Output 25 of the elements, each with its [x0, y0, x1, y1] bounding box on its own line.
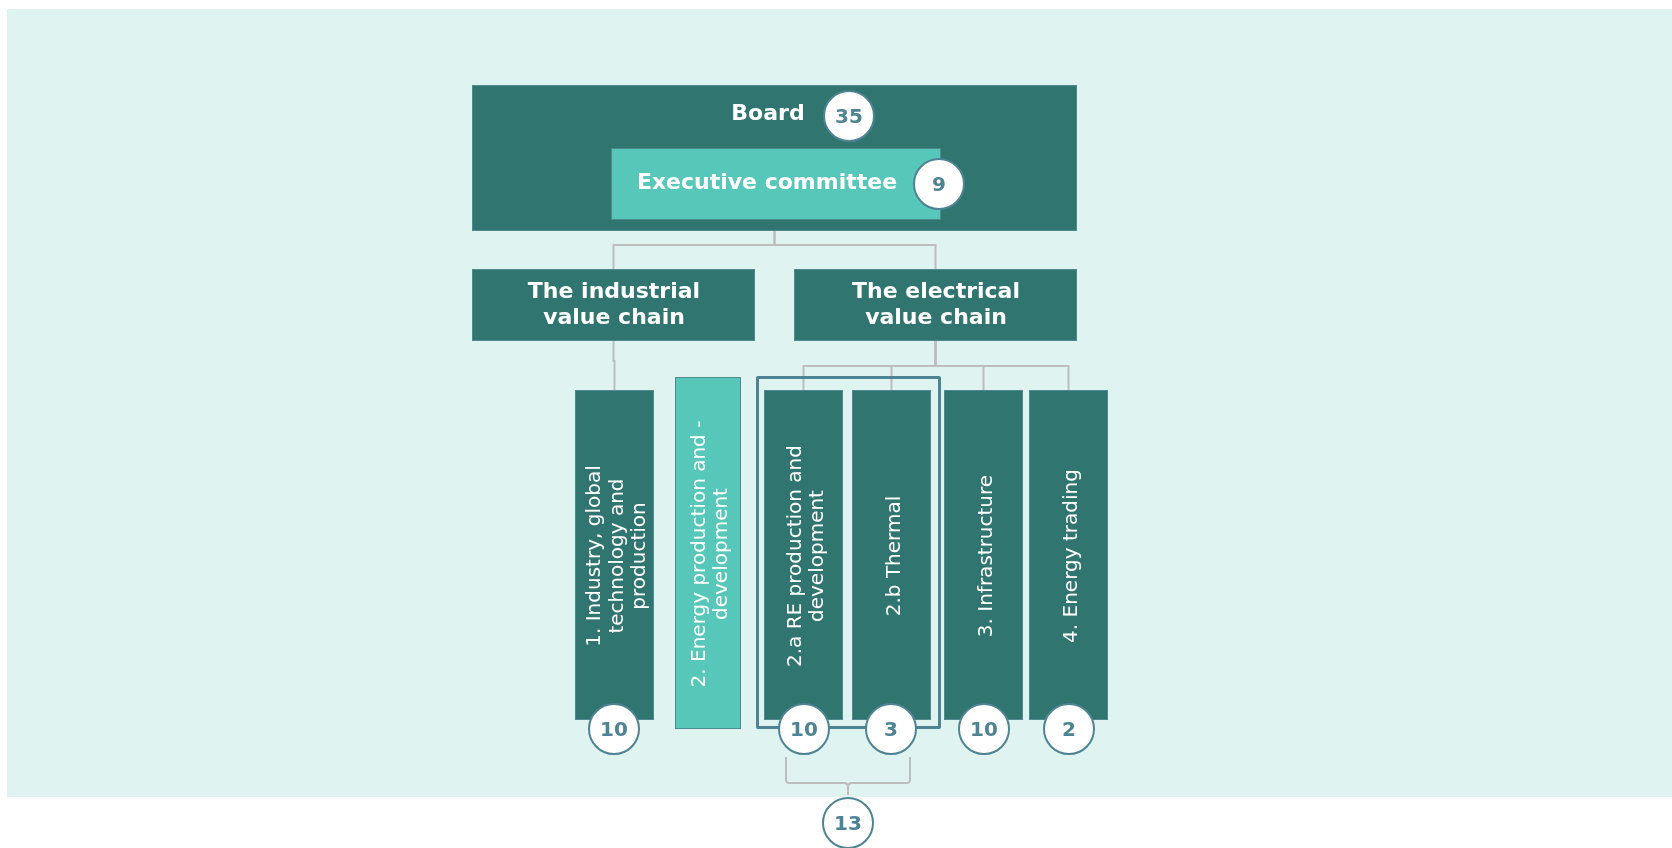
connector-line	[773, 230, 937, 270]
unit-column	[764, 390, 843, 720]
unit-label: 2. Energy production and -development	[684, 419, 733, 690]
unit-label: 4. Energy trading	[1056, 468, 1083, 645]
heading-text: The electrical value chain	[851, 278, 1021, 331]
connector-line	[934, 340, 1070, 391]
heading-text: Executive committee	[635, 169, 899, 196]
unit-column	[575, 390, 654, 720]
value-chain-box	[472, 269, 755, 341]
count-circle: 9	[913, 158, 965, 210]
unit-column	[1029, 390, 1108, 720]
unit-label: 3. Infrastructure	[971, 473, 998, 640]
count-circle: 35	[823, 90, 875, 142]
connector-line	[612, 340, 616, 391]
unit-label: 1. Industry, global technology and production	[579, 464, 651, 649]
unit-label: 2.b Thermal	[879, 494, 906, 619]
value-chain-box	[794, 269, 1077, 341]
heading-text: The industrial value chain	[526, 278, 702, 331]
unit-column	[675, 377, 741, 729]
unit-column	[852, 390, 931, 720]
unit-label: 2.a RE production and development	[780, 444, 829, 669]
unit-column	[944, 390, 1023, 720]
heading-text: Board	[730, 100, 806, 127]
count-circle: 13	[822, 797, 874, 848]
board-box	[472, 85, 1077, 231]
